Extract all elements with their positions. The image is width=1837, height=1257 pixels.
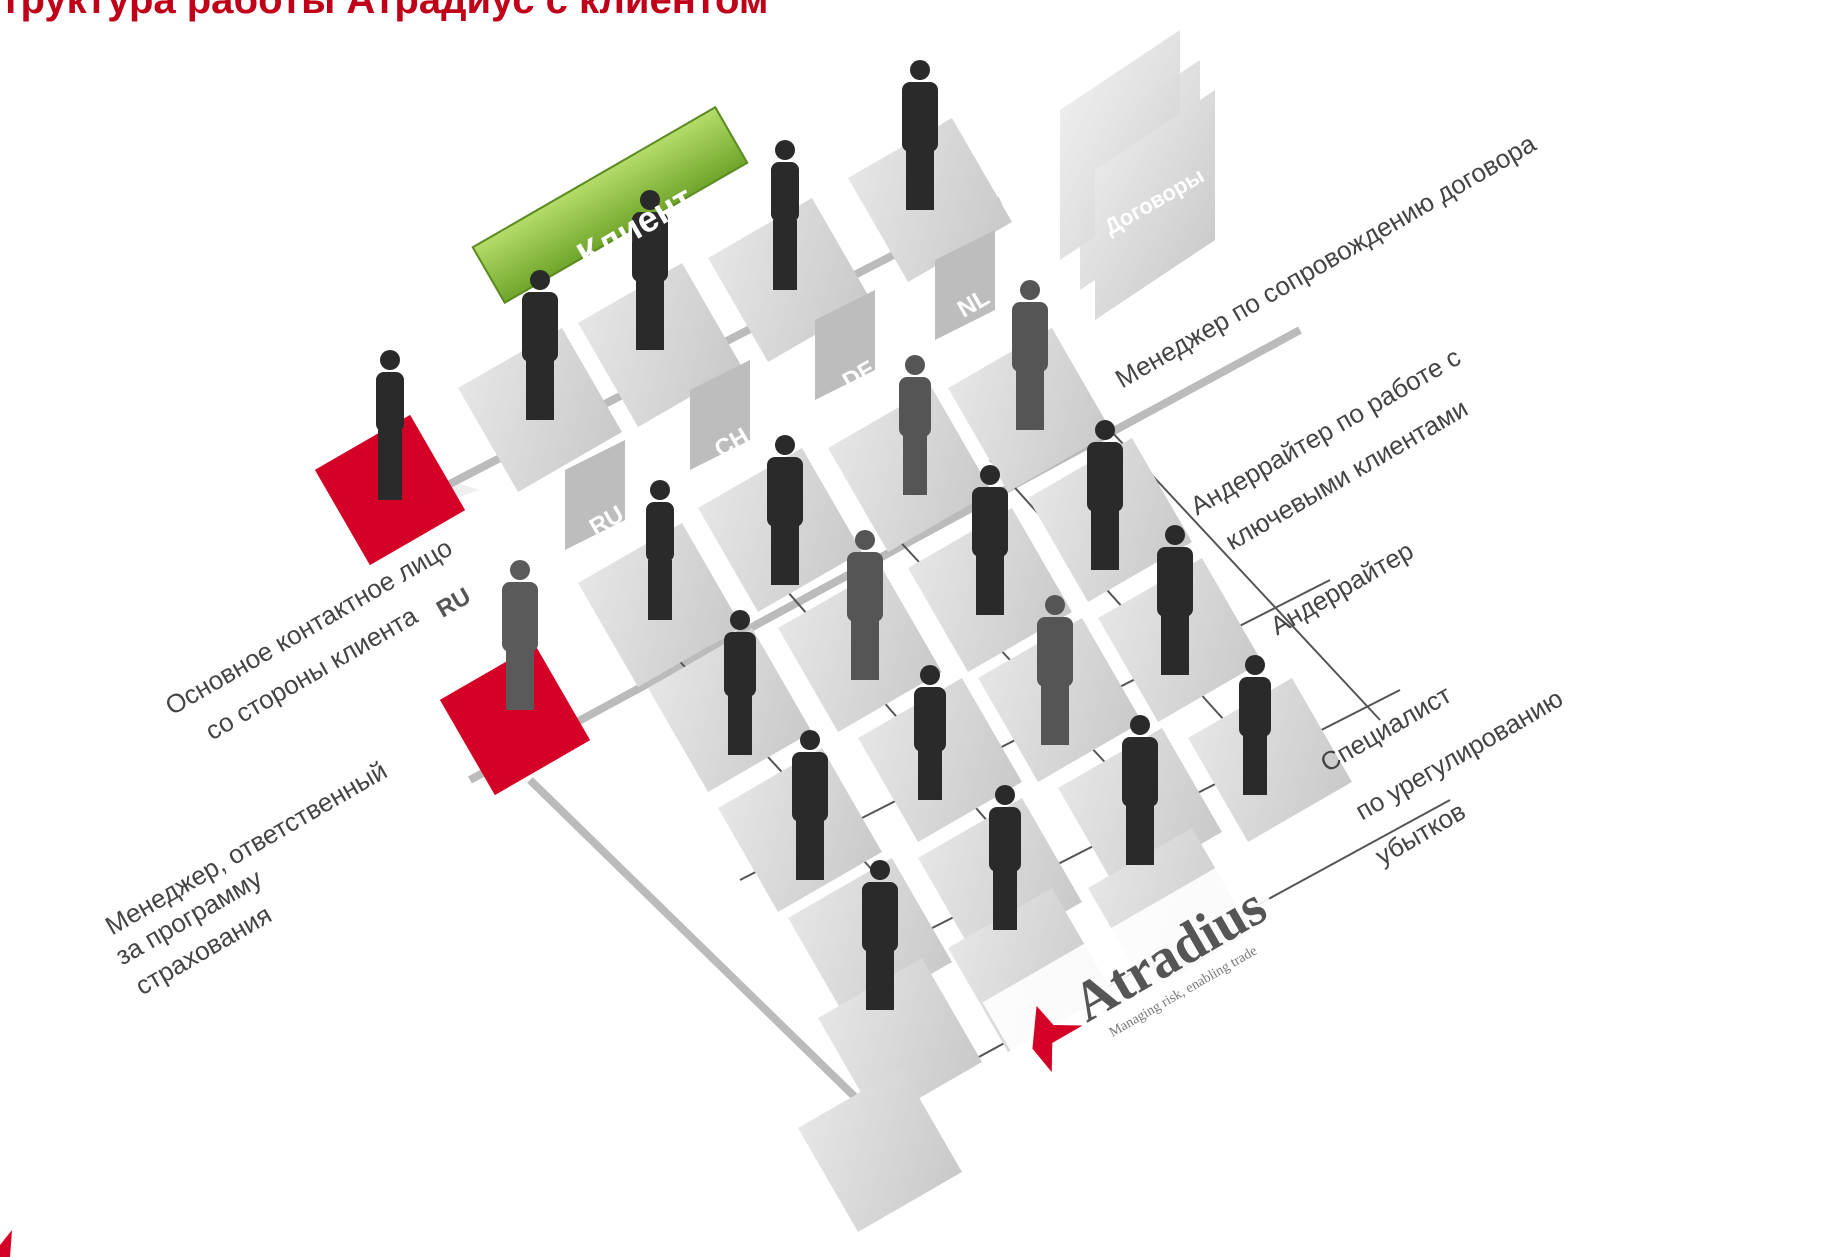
person [792,730,828,880]
client-banner [471,105,749,305]
person [1239,655,1271,795]
person [972,465,1008,615]
people [376,60,1271,1010]
person [767,435,803,585]
person [646,480,674,620]
person [376,350,404,500]
person [632,190,668,350]
person [902,60,938,210]
tile [818,958,982,1122]
person [1012,280,1048,430]
person [724,610,756,755]
red-tile-program-manager [439,644,591,796]
corner-logo-icon [0,1230,12,1257]
atradius-logo-mark-icon [1032,1005,1083,1073]
person [847,530,883,680]
tile [1188,678,1352,842]
page-title: Структура работы Атрадиус с клиентом [0,0,769,22]
folder-nl [935,230,995,340]
person [914,665,946,800]
person [771,140,799,290]
folder-ru [565,440,625,550]
country-folders [565,230,995,550]
contracts-folders [1060,30,1215,320]
person [1037,595,1073,745]
tile [798,1068,962,1232]
person [522,270,558,420]
person [1122,715,1158,865]
folder-ch [690,360,750,470]
folder-de [815,290,875,400]
person [862,860,898,1010]
tiles [458,118,1352,1232]
person [1157,525,1193,675]
person [989,785,1021,930]
person [502,560,538,710]
person [1087,420,1123,570]
person [899,355,931,495]
